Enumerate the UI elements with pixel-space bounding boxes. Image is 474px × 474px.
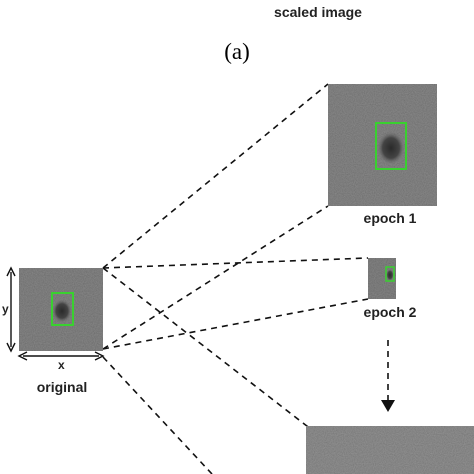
epoch2-image [368, 258, 396, 299]
y-axis-label: y [2, 302, 9, 316]
epoch2-bounding-box [385, 266, 395, 282]
line-to-epoch1-top [102, 83, 329, 269]
line-to-epoch2-bottom [102, 298, 369, 350]
line-to-epoch3-bottom [102, 356, 213, 474]
original-bounding-box [51, 292, 74, 326]
line-to-epoch3-top [102, 267, 313, 431]
original-image [19, 268, 103, 351]
line-to-epoch2-top [102, 257, 369, 269]
panel-label: (a) [224, 39, 250, 64]
y-axis-arrow [6, 266, 16, 353]
down-arrow [381, 340, 395, 412]
epoch1-image [328, 84, 437, 206]
epoch1-caption: epoch 1 [363, 210, 417, 226]
original-caption: original [36, 379, 88, 395]
epoch2-caption: epoch 2 [363, 304, 417, 320]
scaled-image-title: scaled image [274, 4, 362, 20]
projection-lines [102, 83, 369, 474]
epoch3-image [306, 426, 474, 474]
x-axis-arrow [17, 351, 105, 361]
epoch1-bounding-box [375, 122, 407, 170]
x-axis-label: x [58, 358, 65, 372]
line-to-epoch1-bottom [102, 205, 329, 350]
